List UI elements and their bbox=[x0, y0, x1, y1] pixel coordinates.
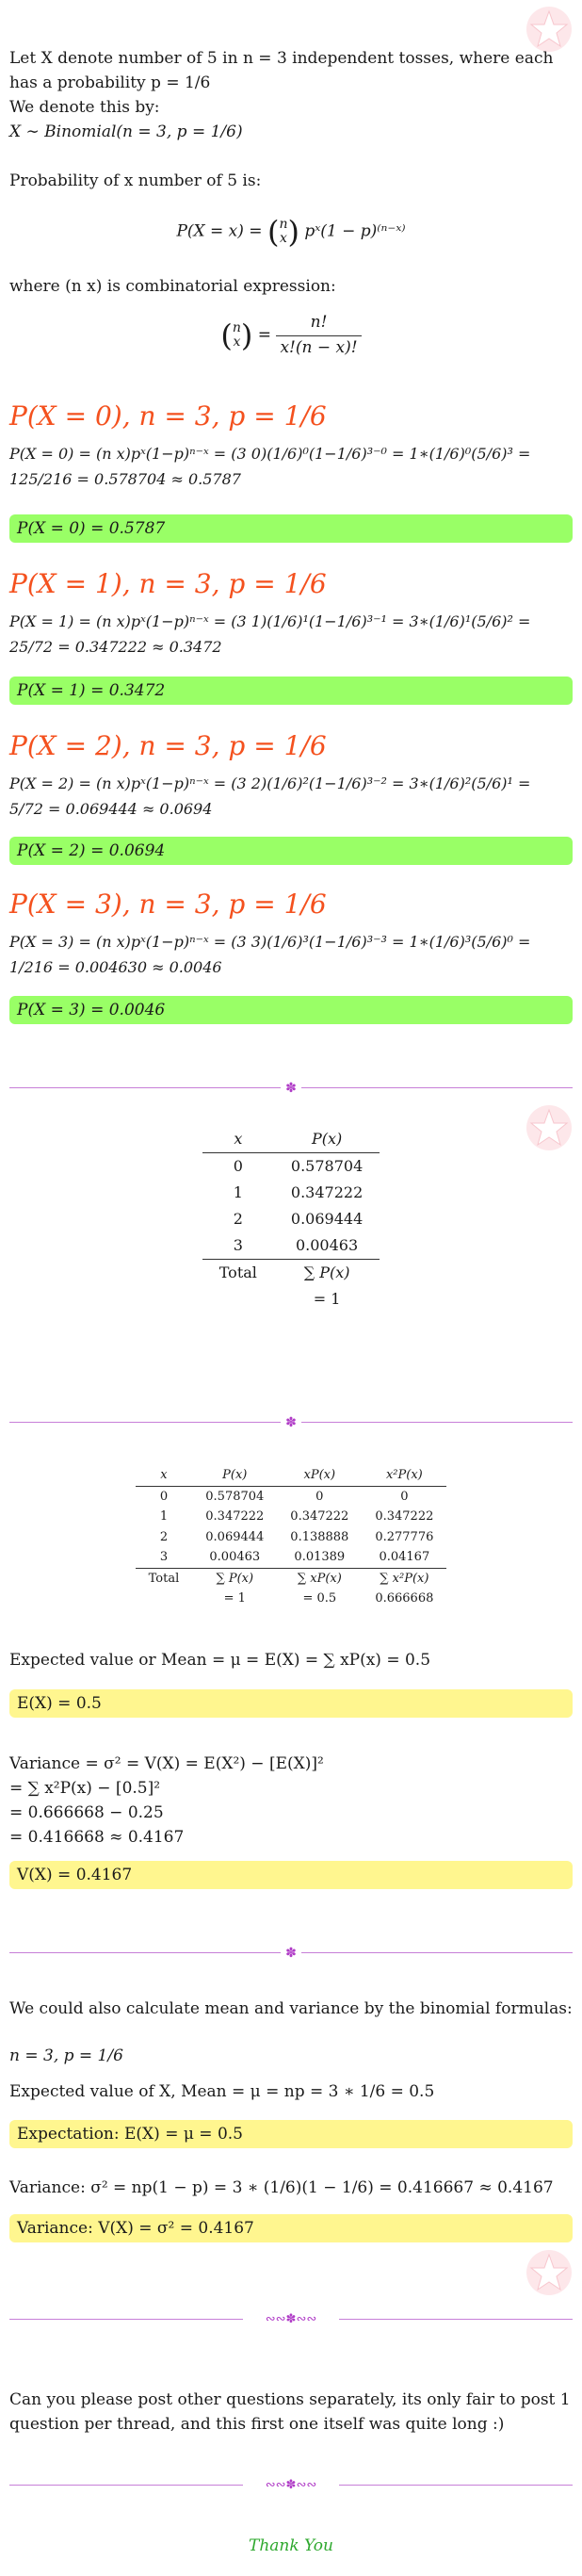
watermark-star-icon bbox=[526, 2250, 572, 2295]
table2-header: x²P(x) bbox=[362, 1465, 447, 1487]
case-2-result: P(X = 2) = 0.0694 bbox=[9, 837, 573, 865]
table-total-value-row: = 1 bbox=[313, 1290, 341, 1308]
mean-result: E(X) = 0.5 bbox=[9, 1689, 573, 1718]
case-2-line-1: P(X = 2) = (n x)pˣ(1−p)ⁿ⁻ˣ = (3 2)(1/6)²… bbox=[9, 774, 531, 792]
watermark-star-icon bbox=[526, 1105, 572, 1150]
ornate-divider: ∾∾✽∾∾ bbox=[9, 2310, 573, 2329]
case-0-heading: P(X = 0), n = 3, p = 1/6 bbox=[9, 400, 327, 432]
pmf-lhs: P(X = x) = bbox=[176, 221, 263, 241]
variance-formula-result: Variance: V(X) = σ² = 0.4167 bbox=[9, 2214, 573, 2242]
divider-flourish-icon: ∾∾✽∾∾ bbox=[265, 2312, 317, 2326]
pmf-rhs: pˣ(1 − p)⁽ⁿ⁻ˣ⁾ bbox=[304, 221, 406, 241]
section-divider: ✽ bbox=[9, 1413, 573, 1432]
expectation-result: Expectation: E(X) = μ = 0.5 bbox=[9, 2120, 573, 2148]
table2-header: xP(x) bbox=[277, 1465, 363, 1487]
case-1-line-1: P(X = 1) = (n x)pˣ(1−p)ⁿ⁻ˣ = (3 1)(1/6)¹… bbox=[9, 612, 531, 630]
ornate-divider: ∾∾✽∾∾ bbox=[9, 2476, 573, 2495]
intro-line-2: We denote this by: bbox=[9, 98, 160, 117]
case-0-line-2: 125/216 = 0.578704 ≈ 0.5787 bbox=[9, 470, 241, 488]
divider-ornament-icon: ✽ bbox=[285, 1946, 297, 1961]
closing-note: Can you please post other questions sepa… bbox=[9, 2390, 571, 2434]
comb-numerator: n! bbox=[276, 311, 362, 336]
divider-ornament-icon: ✽ bbox=[285, 1081, 297, 1096]
thank-you-text: Thank You bbox=[248, 2536, 333, 2555]
section-divider: ✽ bbox=[9, 1944, 573, 1963]
mean-line: Expected value or Mean = μ = E(X) = ∑ xP… bbox=[9, 1651, 431, 1670]
case-2-line-2: 5/72 = 0.069444 ≈ 0.0694 bbox=[9, 800, 213, 818]
case-1-line-2: 25/72 = 0.347222 ≈ 0.3472 bbox=[9, 638, 222, 656]
variance-line-1: Variance = σ² = V(X) = E(X²) − [E(X)]² bbox=[9, 1754, 324, 1773]
variance-line-4: = 0.416668 ≈ 0.4167 bbox=[9, 1828, 185, 1847]
intro-line-4: Probability of x number of 5 is: bbox=[9, 171, 262, 190]
where-text: where (n x) is combinatorial expression: bbox=[9, 277, 336, 296]
intro-distribution: X ∼ Binomial(n = 3, p = 1/6) bbox=[9, 122, 243, 141]
binom-x: x bbox=[280, 231, 287, 246]
variance-line-3: = 0.666668 − 0.25 bbox=[9, 1803, 164, 1822]
table-total-row: Total ∑ P(x) bbox=[202, 1259, 380, 1286]
case-3-line-2: 1/216 = 0.004630 ≈ 0.0046 bbox=[9, 958, 222, 976]
table2-header: x bbox=[135, 1465, 193, 1487]
formulas-intro: We could also calculate mean and varianc… bbox=[9, 1999, 573, 2018]
table2-header: P(x) bbox=[192, 1465, 278, 1487]
divider-flourish-icon: ∾∾✽∾∾ bbox=[265, 2478, 317, 2492]
formulas-variance-line: Variance: σ² = np(1 − p) = 3 ∗ (1/6)(1 −… bbox=[9, 2178, 554, 2197]
watermark-star-icon bbox=[526, 7, 572, 52]
case-3-line-1: P(X = 3) = (n x)pˣ(1−p)ⁿ⁻ˣ = (3 3)(1/6)³… bbox=[9, 933, 531, 951]
formulas-params: n = 3, p = 1/6 bbox=[9, 2046, 123, 2065]
case-1-result: P(X = 1) = 0.3472 bbox=[9, 677, 573, 705]
intro-line-1: Let X denote number of 5 in n = 3 indepe… bbox=[9, 49, 554, 92]
case-2-heading: P(X = 2), n = 3, p = 1/6 bbox=[9, 730, 327, 761]
case-0-result: P(X = 0) = 0.5787 bbox=[9, 514, 573, 543]
section-divider: ✽ bbox=[9, 1079, 573, 1098]
table1-header: x bbox=[202, 1126, 274, 1153]
comb-denominator: x!(n − x)! bbox=[280, 337, 358, 357]
variance-line-2: = ∑ x²P(x) − [0.5]² bbox=[9, 1779, 161, 1798]
case-1-heading: P(X = 1), n = 3, p = 1/6 bbox=[9, 568, 327, 599]
table-total-value-row: = 1 = 0.5 0.666668 bbox=[223, 1591, 434, 1606]
variance-result: V(X) = 0.4167 bbox=[9, 1861, 573, 1889]
case-3-result: P(X = 3) = 0.0046 bbox=[9, 996, 573, 1024]
case-0-line-1: P(X = 0) = (n x)pˣ(1−p)ⁿ⁻ˣ = (3 0)(1/6)⁰… bbox=[9, 445, 531, 463]
table-total-row: Total ∑ P(x) ∑ xP(x) ∑ x²P(x) bbox=[135, 1567, 447, 1589]
case-3-heading: P(X = 3), n = 3, p = 1/6 bbox=[9, 889, 327, 920]
binom-n: n bbox=[279, 217, 288, 233]
table1-header: P(x) bbox=[273, 1126, 380, 1153]
divider-ornament-icon: ✽ bbox=[285, 1415, 297, 1430]
formulas-mean-line: Expected value of X, Mean = μ = np = 3 ∗… bbox=[9, 2082, 435, 2101]
